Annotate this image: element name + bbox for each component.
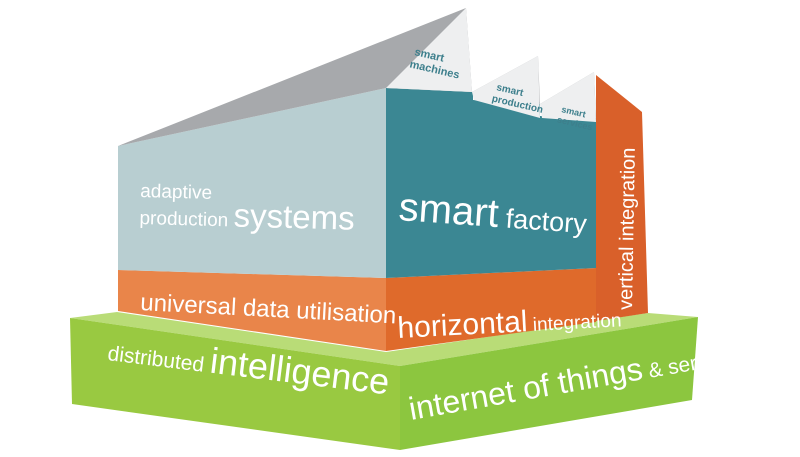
base-left-face bbox=[70, 318, 400, 450]
horizontal-integration-label: horizontal integration bbox=[397, 300, 623, 345]
smart-word: smart bbox=[397, 185, 500, 236]
roof-shed-1 bbox=[386, 8, 472, 92]
systems-word: systems bbox=[233, 196, 355, 236]
adaptive-line: adaptive bbox=[140, 181, 212, 204]
roof-shed-2 bbox=[472, 56, 540, 118]
production-word: production bbox=[139, 208, 234, 231]
base-front-face bbox=[400, 317, 698, 450]
band-left-face bbox=[118, 270, 386, 351]
vertical-integration-label: vertical integration bbox=[615, 147, 640, 310]
roof bbox=[118, 8, 596, 146]
smart-factory-label: smart factory bbox=[397, 185, 589, 242]
roof-slope-back bbox=[118, 8, 472, 146]
base-top-face bbox=[70, 312, 698, 366]
integration-word: integration bbox=[527, 310, 622, 336]
roof-shed-3 bbox=[540, 72, 596, 122]
left-wall bbox=[118, 88, 386, 278]
base-platform bbox=[70, 312, 698, 450]
production-systems-line: production systems bbox=[139, 194, 355, 237]
horizontal-word: horizontal bbox=[397, 305, 529, 345]
vertical-integration-panel bbox=[596, 75, 648, 321]
adaptive-production-systems-label: adaptive production systems bbox=[139, 181, 355, 237]
front-wall bbox=[386, 88, 596, 278]
orange-band bbox=[118, 268, 596, 351]
building bbox=[118, 75, 648, 321]
band-front-face bbox=[386, 268, 596, 351]
factory-word: factory bbox=[497, 203, 588, 239]
